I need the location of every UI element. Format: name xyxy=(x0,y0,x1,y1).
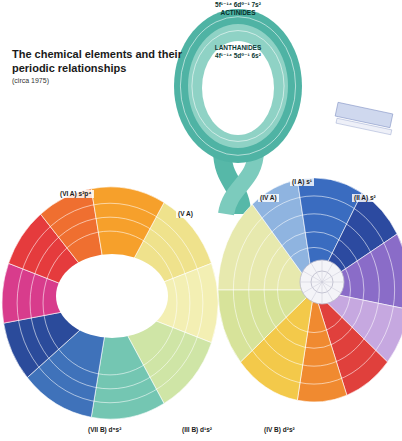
center-spoke xyxy=(322,282,323,304)
period-ring xyxy=(17,203,203,403)
lanthanide-band: LANTHANIDES4f¹⁻¹⁴ 5d⁰⁻¹ 6s² xyxy=(200,44,276,60)
band-text: LANTHANIDES xyxy=(200,44,276,52)
group-label: (IV A) xyxy=(258,194,279,202)
lanthanide-band xyxy=(188,24,288,148)
center-spoke xyxy=(303,282,322,293)
actinide-band: 5f¹⁻¹⁴ 6d⁰⁻¹ 7s²ACTINIDES xyxy=(193,1,283,17)
group-label: (VI A) s²p⁴ xyxy=(58,190,94,198)
band-text: 4f¹⁻¹⁴ 5d⁰⁻¹ 6s² xyxy=(200,52,276,60)
group-label: (VII B) d⁵s² xyxy=(86,426,123,434)
period-ring xyxy=(43,231,177,375)
band-text: ACTINIDES xyxy=(193,9,283,17)
center-spoke xyxy=(322,282,344,283)
center-spoke xyxy=(300,282,322,283)
group-label: (III B) d¹s² xyxy=(180,426,214,434)
center-spoke xyxy=(322,263,333,282)
period-ring xyxy=(233,196,394,384)
period-ring xyxy=(249,214,380,366)
group-label: (V A) xyxy=(176,210,195,218)
group-label: (IV B) d²s² xyxy=(262,426,297,434)
key-panel xyxy=(336,118,392,135)
period-ring xyxy=(278,247,351,332)
group-wedge xyxy=(218,290,314,362)
group-label: (I A) s¹ xyxy=(290,178,314,186)
diagram-title: The chemical elements and their periodic… xyxy=(12,48,202,76)
center-spoke xyxy=(311,282,322,301)
actinide-band xyxy=(174,9,302,163)
group-label: (II A) s² xyxy=(352,194,378,202)
center-spoke xyxy=(322,271,341,282)
hydrogen-center xyxy=(300,260,344,304)
center-spoke xyxy=(322,260,323,282)
period-ring xyxy=(30,217,190,389)
lobe-hole xyxy=(56,254,168,338)
period-ring xyxy=(264,232,364,348)
band-text: 5f¹⁻¹⁴ 6d⁰⁻¹ 7s² xyxy=(193,1,283,9)
period-ring xyxy=(192,31,284,142)
center-spoke xyxy=(311,263,322,282)
center-spoke xyxy=(303,271,322,282)
period-ring xyxy=(180,17,295,156)
center-spoke xyxy=(322,282,333,301)
date-note: (circa 1975) xyxy=(12,77,49,84)
center-spoke xyxy=(322,282,341,293)
